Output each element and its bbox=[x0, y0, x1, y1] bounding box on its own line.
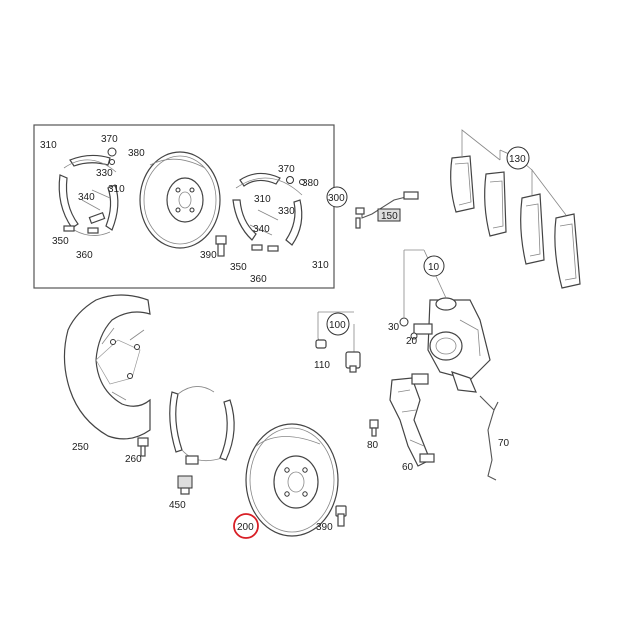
callout-370: 370 bbox=[278, 164, 295, 175]
brake-pads bbox=[450, 129, 581, 289]
callout-200: 200 bbox=[237, 522, 254, 533]
callout-150: 150 bbox=[381, 211, 398, 222]
caliper bbox=[399, 249, 491, 393]
bolt-390 bbox=[335, 505, 347, 527]
callout-350: 350 bbox=[230, 262, 247, 273]
callout-20: 20 bbox=[406, 336, 418, 347]
callout-310: 310 bbox=[312, 260, 329, 271]
callout-330: 330 bbox=[278, 206, 295, 217]
callout-390: 390 bbox=[200, 250, 217, 261]
caliper-carrier bbox=[389, 373, 435, 467]
callout-300: 300 bbox=[328, 193, 345, 204]
callout-130: 130 bbox=[509, 154, 526, 165]
guide-pins bbox=[315, 311, 361, 373]
callout-340: 340 bbox=[78, 192, 95, 203]
brake-band bbox=[169, 386, 235, 465]
callout-150-box bbox=[377, 208, 401, 222]
callout-110: 110 bbox=[314, 360, 330, 371]
dust-shield bbox=[63, 294, 151, 440]
callout-100: 100 bbox=[329, 320, 346, 331]
callout-330: 330 bbox=[96, 168, 113, 179]
callout-250: 250 bbox=[72, 442, 89, 453]
callout-260: 260 bbox=[125, 454, 142, 465]
callout-130-circle bbox=[506, 146, 530, 170]
adjuster-450 bbox=[177, 475, 193, 495]
callout-60: 60 bbox=[402, 462, 414, 473]
callout-310: 310 bbox=[254, 194, 271, 205]
callout-80: 80 bbox=[367, 440, 379, 451]
wear-sensor bbox=[355, 191, 419, 229]
bolt-80 bbox=[369, 419, 379, 437]
callout-370: 370 bbox=[101, 134, 118, 145]
bolt-390-parking bbox=[215, 235, 227, 257]
callout-380: 380 bbox=[128, 148, 145, 159]
brake-shoes-left bbox=[58, 147, 119, 236]
callout-360: 360 bbox=[76, 250, 93, 261]
callout-10-circle bbox=[423, 255, 445, 277]
callout-340: 340 bbox=[253, 224, 270, 235]
callout-300-circle bbox=[326, 186, 348, 208]
callout-100-circle bbox=[326, 312, 350, 336]
bolt-260 bbox=[137, 437, 149, 457]
callout-360: 360 bbox=[250, 274, 267, 285]
callout-310: 310 bbox=[108, 184, 125, 195]
callout-350: 350 bbox=[52, 236, 69, 247]
callout-310: 310 bbox=[40, 140, 57, 151]
anti-rattle-spring bbox=[479, 395, 499, 481]
callout-200-highlight bbox=[233, 513, 259, 539]
rotor-drum-inner bbox=[139, 151, 221, 249]
callout-10: 10 bbox=[428, 262, 440, 273]
callout-380: 380 bbox=[302, 178, 319, 189]
callout-70: 70 bbox=[498, 438, 510, 449]
brake-shoes-right bbox=[232, 172, 305, 252]
callout-30: 30 bbox=[388, 322, 400, 333]
brake-rotor bbox=[245, 423, 339, 537]
callout-450: 450 bbox=[169, 500, 186, 511]
callout-390: 390 bbox=[316, 522, 333, 533]
